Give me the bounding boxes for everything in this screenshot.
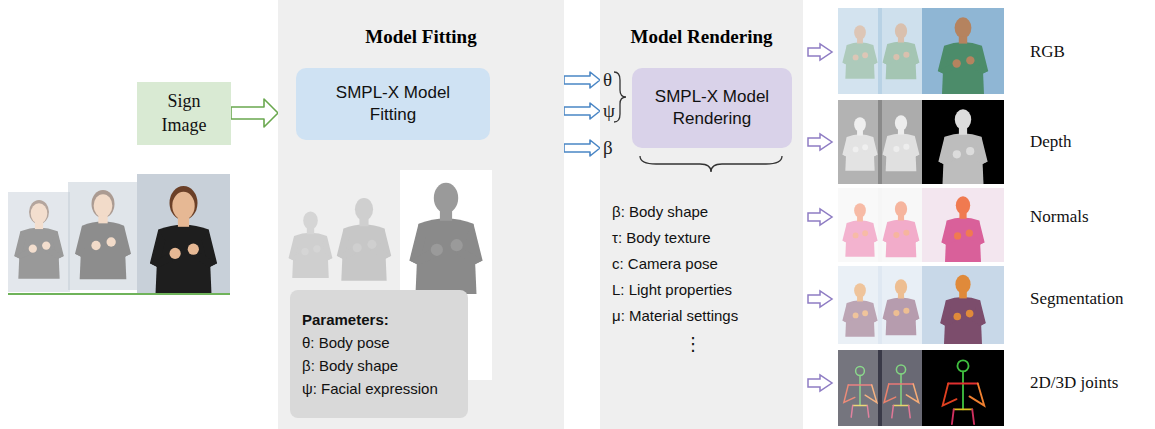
edge-label: ψ xyxy=(603,100,615,122)
panel-title: Model Rendering xyxy=(600,26,803,48)
stage-panel: Model FittingSMPL-X Model FittingParamet… xyxy=(278,0,564,429)
list-item: τ: Body texture xyxy=(612,229,710,247)
output-label: Normals xyxy=(1030,207,1089,227)
list-item: c: Camera pose xyxy=(612,255,718,273)
output-label: 2D/3D joints xyxy=(1030,373,1118,393)
parameter-item: β: Body shape xyxy=(302,354,398,377)
normals-thumbnail xyxy=(838,188,1004,262)
panel-title: Model Fitting xyxy=(278,26,564,48)
input-box: Sign Image xyxy=(137,82,231,145)
sign-photo xyxy=(8,192,70,292)
segmentation-thumbnail xyxy=(838,266,1004,344)
parameter-box: Parameters:θ: Body poseβ: Body shapeψ: F… xyxy=(290,290,468,418)
node-label: SMPL-X Model Fitting xyxy=(318,82,468,126)
node-label: Sign Image xyxy=(153,90,215,137)
sign-photo xyxy=(137,174,230,294)
depth-thumbnail xyxy=(838,100,1004,184)
body-mesh xyxy=(337,198,391,281)
process-box: SMPL-X Model Fitting xyxy=(296,68,490,140)
parameter-arrow xyxy=(564,72,600,88)
list-item: μ: Material settings xyxy=(612,307,738,325)
joints-thumbnail xyxy=(838,350,1004,426)
parameter-arrow xyxy=(564,103,600,119)
output-label: Segmentation xyxy=(1030,289,1123,309)
process-box: SMPL-X Model Rendering xyxy=(632,68,792,148)
curly-brace xyxy=(614,72,626,122)
body-mesh xyxy=(289,211,333,278)
parameter-item: ψ: Facial expression xyxy=(302,377,438,400)
edge-label: θ xyxy=(603,69,612,91)
list-heading: Parameters: xyxy=(302,308,389,331)
node-label: SMPL-X Model Rendering xyxy=(646,86,778,130)
list-item: β: Body shape xyxy=(612,203,708,221)
edge-label: β xyxy=(603,137,613,159)
output-label: RGB xyxy=(1030,42,1065,62)
flow-arrow xyxy=(231,99,278,127)
rgb-thumbnail xyxy=(838,8,1004,94)
curly-brace xyxy=(640,156,782,172)
output-arrow xyxy=(808,44,832,391)
ellipsis-mark: ⋮ xyxy=(684,333,702,355)
sign-photo xyxy=(68,182,138,290)
output-label: Depth xyxy=(1030,132,1072,152)
parameter-item: θ: Body pose xyxy=(302,331,390,354)
list-item: L: Light properties xyxy=(612,281,732,299)
parameter-arrow xyxy=(564,140,600,156)
photo-strip xyxy=(8,293,230,295)
